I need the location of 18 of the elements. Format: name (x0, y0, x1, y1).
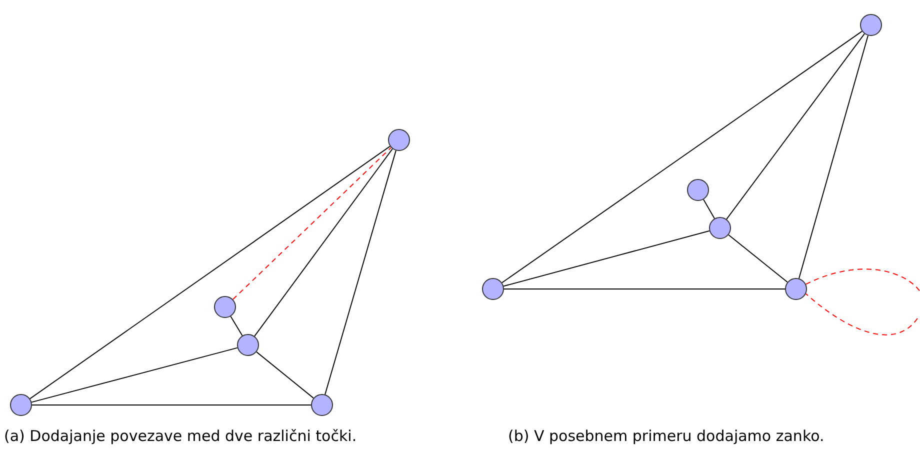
edge-line (502, 30, 862, 284)
edge-line (254, 148, 393, 337)
edge-line (324, 150, 396, 395)
caption: (b) V posebnem primeru dodajamo zanko. (508, 427, 824, 445)
edge-line (503, 230, 710, 287)
edge-line (256, 351, 314, 399)
loop-edge (805, 268, 920, 336)
edge-line (232, 147, 392, 300)
caption: (a) Dodajanje povezave med dve različni točki. (4, 427, 357, 445)
edge-line (230, 316, 243, 336)
edge-line (728, 234, 788, 283)
edge-line (32, 404, 312, 406)
edge-line (504, 288, 786, 290)
edge-line (726, 33, 865, 220)
edge-line (30, 146, 390, 400)
edge-line (798, 35, 868, 279)
edge-line (703, 199, 715, 219)
edge-line (31, 347, 238, 403)
